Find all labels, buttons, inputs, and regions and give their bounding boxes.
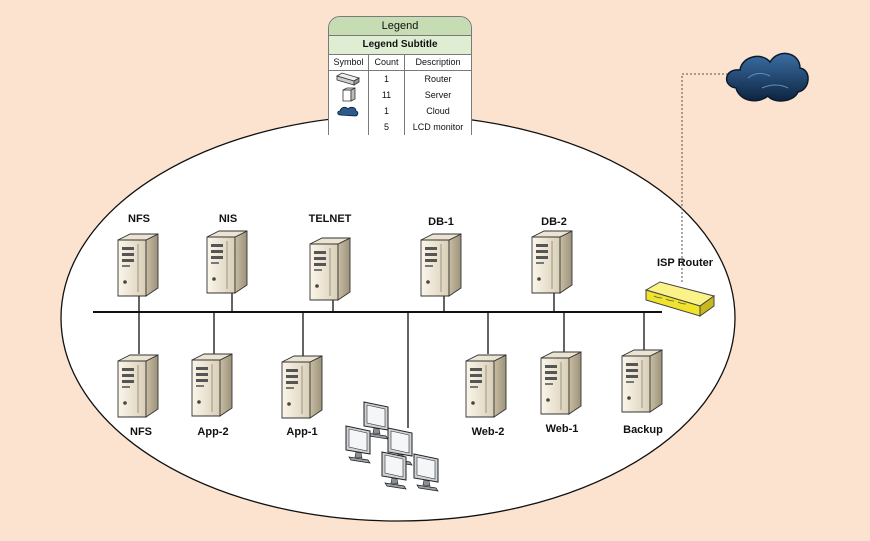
router-icon	[336, 72, 360, 86]
legend-count: 1	[369, 71, 405, 87]
node-label: NIS	[219, 213, 237, 225]
node-label: DB-1	[428, 216, 454, 228]
legend-header-count: Count	[369, 55, 405, 70]
legend-count: 5	[369, 119, 405, 135]
legend-count: 1	[369, 103, 405, 119]
node-label: TELNET	[309, 213, 352, 225]
node-label: Web-2	[472, 426, 505, 438]
node-label: App-2	[197, 426, 228, 438]
node-label: NFS	[128, 213, 150, 225]
legend-title: Legend	[329, 17, 471, 36]
node-label: NFS	[130, 426, 152, 438]
server-icon	[206, 230, 248, 294]
server-icon	[465, 354, 507, 418]
legend-description: Server	[424, 90, 452, 100]
legend-subtitle: Legend Subtitle	[329, 36, 471, 55]
server-icon	[420, 233, 462, 297]
legend-row: 1 Router	[329, 71, 471, 87]
legend-row: 5 LCD monitor	[329, 119, 471, 135]
legend-row: 11 Server	[329, 87, 471, 103]
node-label: DB-2	[541, 216, 567, 228]
server-icon	[342, 87, 356, 102]
cloud-icon	[726, 52, 809, 102]
legend-header-row: Symbol Count Description	[329, 55, 471, 71]
legend-header-description: Description	[415, 57, 461, 67]
legend-header-symbol: Symbol	[329, 55, 369, 70]
server-icon	[117, 233, 159, 297]
node-label: Web-1	[546, 423, 579, 435]
server-icon	[540, 351, 582, 415]
internet-link	[681, 73, 730, 282]
node-label: App-1	[286, 426, 317, 438]
legend-description: Router	[424, 74, 452, 84]
router-label: ISP Router	[657, 257, 714, 269]
legend: Legend Legend Subtitle Symbol Count Desc…	[328, 16, 472, 135]
legend-description: LCD monitor	[412, 122, 464, 132]
server-icon	[621, 349, 663, 413]
server-icon	[191, 353, 233, 417]
node-label: Backup	[623, 424, 663, 436]
server-icon	[281, 355, 323, 419]
cloud-icon	[337, 106, 359, 117]
server-icon	[309, 237, 351, 301]
server-icon	[531, 230, 573, 294]
legend-row: 1 Cloud	[329, 103, 471, 119]
legend-description: Cloud	[426, 106, 450, 116]
legend-count: 11	[369, 87, 405, 103]
server-icon	[117, 354, 159, 418]
